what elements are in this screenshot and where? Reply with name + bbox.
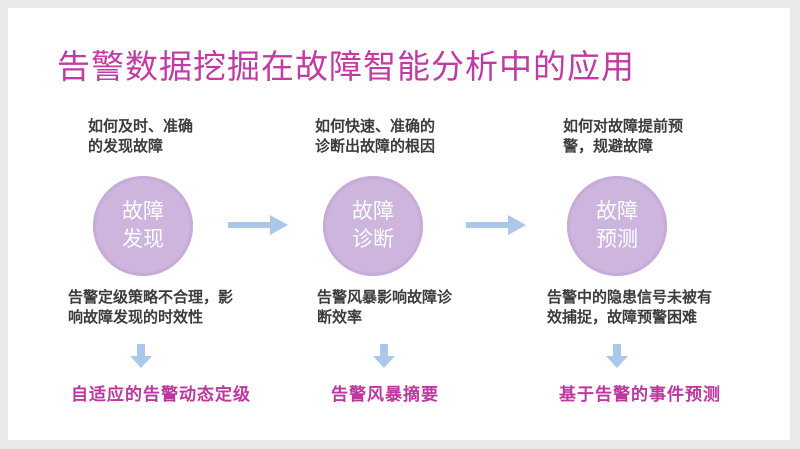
slide-title: 告警数据挖掘在故障智能分析中的应用 [57,48,635,85]
right-arrow-icon [466,214,526,241]
problem-text: 告警中的隐患信号未被有 效捕捉，故障预警困难 [547,289,713,326]
solution-text: 自适应的告警动态定级 [71,385,251,404]
right-arrow-icon [228,214,288,241]
stage-circle: 故障 诊断 [323,176,423,276]
down-arrow-icon [130,344,152,373]
stage-label: 故障 诊断 [352,200,394,251]
solution-text: 告警风暴摘要 [331,385,439,404]
stage-label: 故障 预测 [596,200,638,251]
problem-text: 告警风暴影响故障诊 断效率 [317,289,453,326]
down-arrow-icon [373,344,395,373]
down-arrow-icon [606,344,628,373]
question-text: 如何及时、准确 的发现故障 [88,118,194,155]
stage-circle: 故障 发现 [93,176,193,276]
problem-text: 告警定级策略不合理，影 响故障发现的时效性 [68,289,234,326]
stage-circle: 故障 预测 [567,176,667,276]
question-text: 如何对故障提前预 警，规避故障 [563,118,684,155]
stage-label: 故障 发现 [122,200,164,251]
solution-text: 基于告警的事件预测 [559,385,721,404]
question-text: 如何快速、准确的 诊断出故障的根因 [315,118,436,155]
